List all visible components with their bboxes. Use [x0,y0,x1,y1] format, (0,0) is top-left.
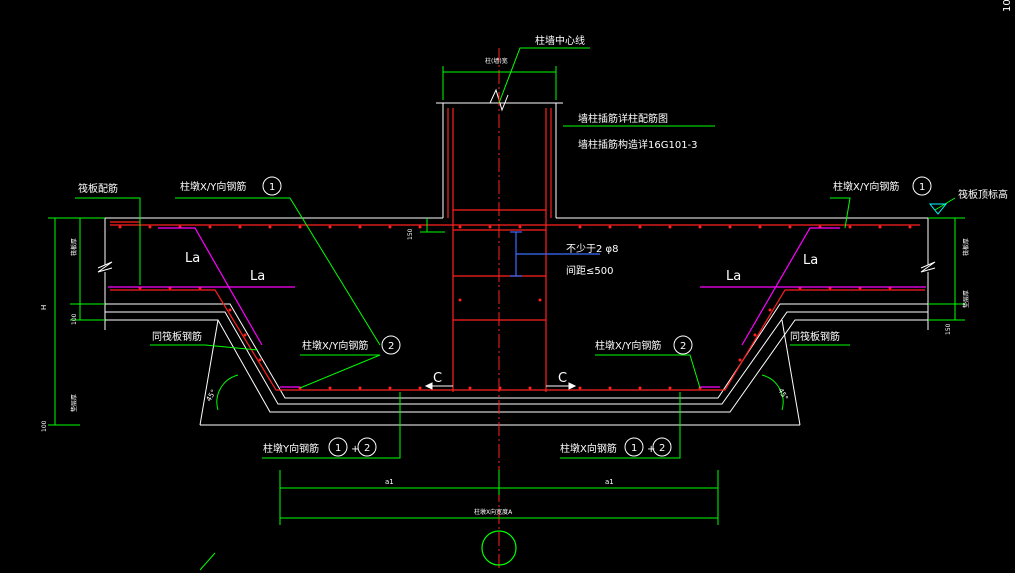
la-left-lower: La [250,269,265,284]
plus-x: + [647,444,655,455]
cover-arrows [424,382,577,390]
circle-1-x-text: 1 [631,443,637,454]
pit-xy-rebar-right-label: 柱墩X/Y向钢筋 [833,180,899,193]
angle-arcs [216,374,784,411]
cushion-right-label: 垫层厚 [962,290,970,308]
concrete-outline [97,88,936,426]
circle-2-left-text: 2 [388,341,394,352]
note-line-2: 墙柱插筋构造详16G101-3 [578,138,698,151]
column-wall-width-label: 柱(墙)宽 [485,57,508,65]
circle-1-left-text: 1 [269,182,275,193]
raft-reinforcement-label: 筏板配筋 [78,182,118,195]
column-center-line-label: 柱墙中心线 [535,34,585,47]
la-right-upper: La [803,253,818,268]
la-left-upper: La [185,251,200,266]
circle-1-right-text: 1 [919,182,925,193]
cover-c-left: C [433,371,442,386]
pit-x-rebar-label: 柱墩X向钢筋 [560,442,617,455]
top-right-fragment: 10 [1002,0,1013,12]
anchorage-lines [108,227,926,388]
dim-150-right: 150 [945,323,952,335]
note-line-1: 墙柱插筋详柱配筋图 [578,112,668,125]
circle-2-y-text: 2 [364,443,370,454]
axis-bubble [481,530,517,566]
dimension-lines [48,47,965,571]
dim-a1-right: a1 [605,478,614,486]
circle-markers [262,176,932,457]
pit-x-width-label: 柱墩X向宽度A [474,508,513,516]
stirrup-note-2: 间距≤500 [566,264,613,277]
same-raft-right-label: 同筏板钢筋 [790,330,840,343]
raft-thickness-left: 筏板厚 [70,238,78,256]
dim-150-top: 150 [407,228,414,240]
stirrup-note-1: 不少于2 φ8 [566,243,619,255]
elevation-marker-icon [928,203,948,215]
la-right-lower: La [726,269,741,284]
dim-a1-left: a1 [385,478,394,486]
pit-xy-rebar-left-label: 柱墩X/Y向钢筋 [180,180,246,193]
pit-xy-rebar-2-left-label: 柱墩X/Y向钢筋 [302,339,368,352]
cover-c-right: C [558,371,567,386]
pit-xy-rebar-2-right-label: 柱墩X/Y向钢筋 [595,339,661,352]
same-raft-left-label: 同筏板钢筋 [152,330,202,343]
circle-1-y-text: 1 [335,443,341,454]
stirrup-dimension [510,231,600,277]
pit-y-rebar-label: 柱墩Y向钢筋 [263,442,319,455]
circle-2-right-text: 2 [680,341,686,352]
plus-y: + [351,444,359,455]
height-h-label: H [40,305,48,310]
dim-100-left: 100 [71,313,78,325]
raft-top-elevation-label: 筏板顶标高 [958,188,1008,201]
dim-100-left-b: 100 [41,420,48,432]
cushion-left-label: 垫层厚 [70,394,78,412]
circle-2-x-text: 2 [659,443,665,454]
raft-thickness-right: 筏板厚 [962,238,970,256]
